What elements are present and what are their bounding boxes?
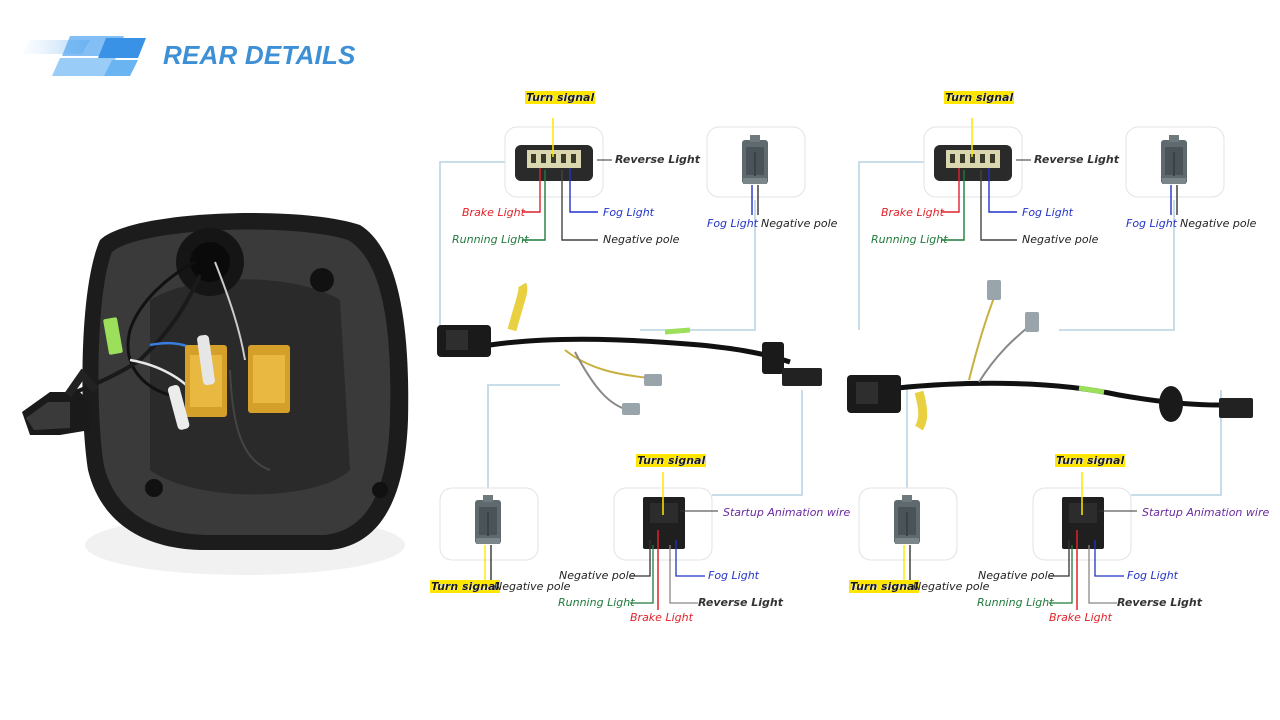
header-stripes-icon xyxy=(22,36,146,76)
turn-connector-plug xyxy=(475,495,501,544)
top-negative-pole-label: Negative pole xyxy=(1022,233,1099,246)
fog-connector-negative-pole-label: Negative pole xyxy=(1180,217,1257,230)
bottom-turn-signal-label: Turn signal xyxy=(1055,454,1126,467)
top-turn-signal-label: Turn signal xyxy=(525,91,596,104)
bottom-negative-pole-label: Negative pole xyxy=(978,569,1055,582)
bottom-brake-light-label: Brake Light xyxy=(1049,611,1112,624)
bottom-reverse-light-label: Reverse Light xyxy=(1117,596,1203,609)
fog-connector-fog-light-label: Fog Light xyxy=(707,217,758,230)
fog-connector-negative-pole-label: Negative pole xyxy=(761,217,838,230)
bottom-startup-wire-label: Startup Animation wire xyxy=(723,506,851,519)
fog-connector-plug xyxy=(1161,135,1187,184)
bottom-running-light-label: Running Light xyxy=(977,596,1054,609)
bottom-fog-light-label: Fog Light xyxy=(1127,569,1178,582)
top-running-light-label: Running Light xyxy=(871,233,948,246)
wire-harness xyxy=(847,280,1253,431)
bottom-negative-pole-label: Negative pole xyxy=(559,569,636,582)
wiring-diagram-1 xyxy=(437,118,822,610)
bottom-brake-light-label: Brake Light xyxy=(630,611,693,624)
top-negative-pole-label: Negative pole xyxy=(603,233,680,246)
bottom-fog-light-label: Fog Light xyxy=(708,569,759,582)
turn-connector-negative-pole-label: Negative pole xyxy=(913,580,990,593)
page-title: REAR DETAILS xyxy=(163,40,356,70)
top-fog-light-label: Fog Light xyxy=(1022,206,1073,219)
bottom-connector-plug xyxy=(643,497,685,549)
top-turn-signal-label: Turn signal xyxy=(944,91,1015,104)
top-fog-light-label: Fog Light xyxy=(603,206,654,219)
fog-connector-plug xyxy=(742,135,768,184)
bottom-running-light-label: Running Light xyxy=(558,596,635,609)
turn-connector-turn-signal-label: Turn signal xyxy=(849,580,920,593)
turn-connector-negative-pole-label: Negative pole xyxy=(494,580,571,593)
fog-connector-fog-light-label: Fog Light xyxy=(1126,217,1177,230)
wire-harness xyxy=(437,282,822,415)
top-connector-plug xyxy=(934,145,1012,181)
bottom-startup-wire-label: Startup Animation wire xyxy=(1142,506,1270,519)
wiring-diagram-2 xyxy=(847,118,1253,610)
bottom-reverse-light-label: Reverse Light xyxy=(698,596,784,609)
tail-light-housing xyxy=(22,213,409,575)
top-running-light-label: Running Light xyxy=(452,233,529,246)
header: REAR DETAILS xyxy=(20,28,440,88)
top-brake-light-label: Brake Light xyxy=(462,206,525,219)
bottom-connector-plug xyxy=(1062,497,1104,549)
top-reverse-light-label: Reverse Light xyxy=(1034,153,1120,166)
bottom-turn-signal-label: Turn signal xyxy=(636,454,707,467)
top-connector-plug xyxy=(515,145,593,181)
turn-connector-plug xyxy=(894,495,920,544)
top-brake-light-label: Brake Light xyxy=(881,206,944,219)
top-reverse-light-label: Reverse Light xyxy=(615,153,701,166)
turn-connector-turn-signal-label: Turn signal xyxy=(430,580,501,593)
